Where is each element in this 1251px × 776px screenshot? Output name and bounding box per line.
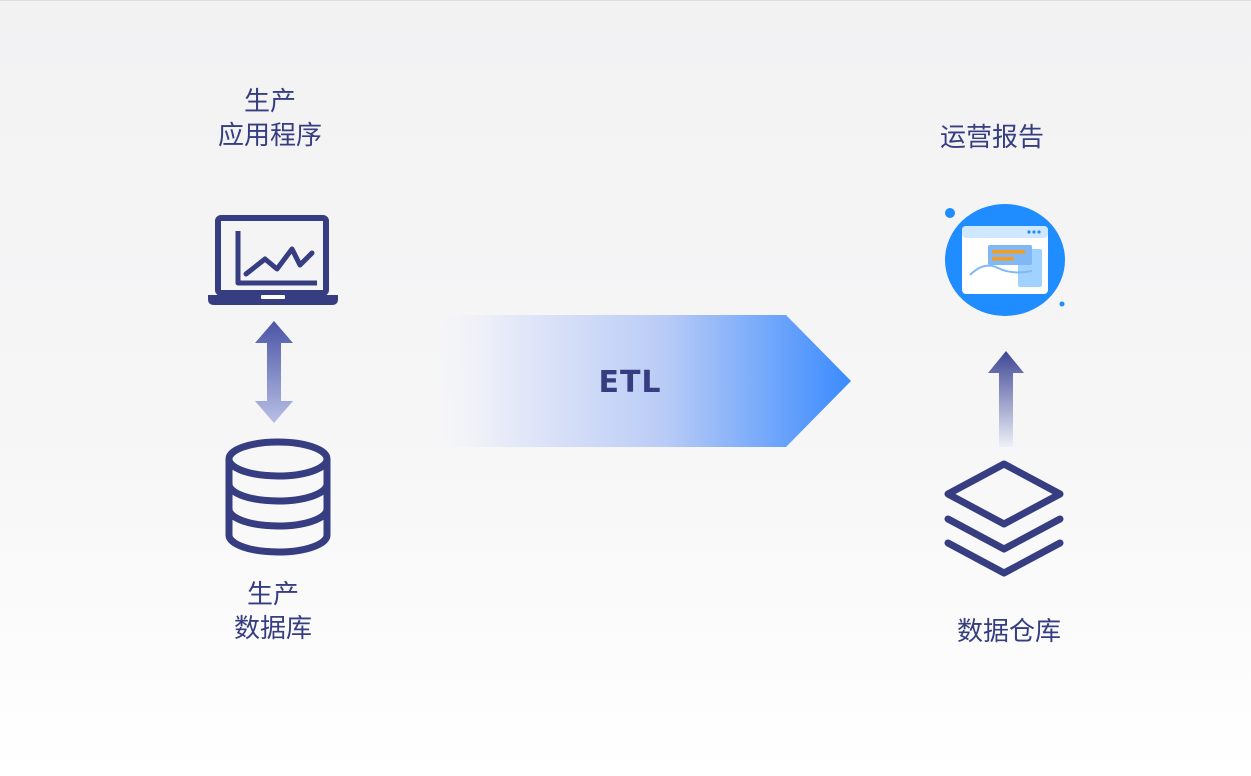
production-db-label-line1: 生产: [246, 580, 299, 610]
report-dashboard-icon: [945, 204, 1065, 316]
production-app-label-line1: 生产: [243, 87, 296, 117]
database-icon: [225, 438, 331, 556]
etl-arrow: [440, 315, 851, 447]
data-warehouse-layers-icon: [944, 460, 1064, 577]
production-db-label: 生产 数据库: [193, 578, 353, 646]
operations-report-label: 运营报告: [939, 123, 1044, 153]
production-app-label: 生产 应用程序: [190, 85, 350, 153]
production-app-label-line2: 应用程序: [217, 121, 322, 151]
up-arrow-icon: [988, 351, 1024, 447]
laptop-chart-icon: [208, 215, 338, 305]
data-warehouse-label: 数据仓库: [956, 617, 1061, 647]
production-db-label-line2: 数据库: [233, 614, 312, 644]
etl-label: ETL: [598, 365, 662, 400]
bidirectional-arrow-icon: [255, 321, 293, 423]
